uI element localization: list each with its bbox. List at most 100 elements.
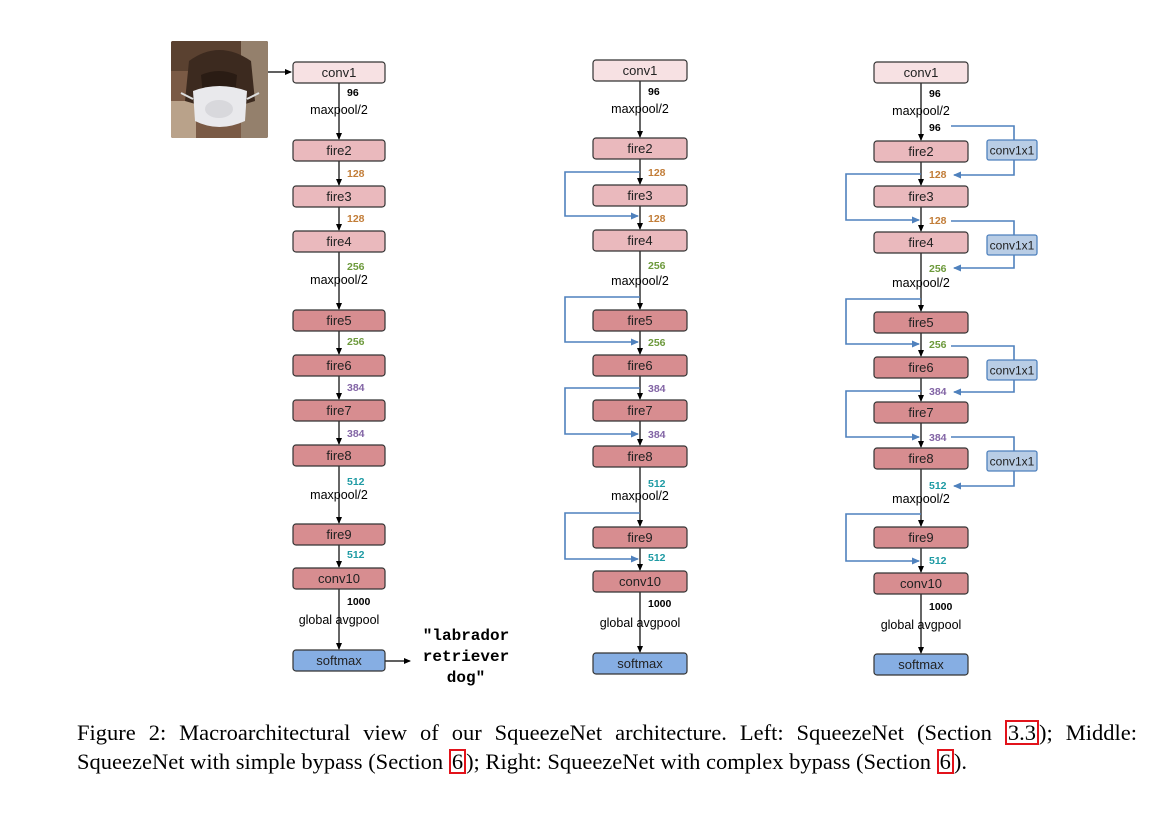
channel-count-512: 512 (648, 478, 666, 490)
section-ref-link[interactable]: 6 (448, 749, 467, 774)
layer-box-fire2-label: fire2 (326, 143, 351, 158)
layer-box-softmax: softmax (873, 653, 969, 676)
layer-box-conv10: conv10 (592, 570, 688, 593)
channel-count-256: 256 (929, 339, 947, 351)
channel-count-256: 256 (648, 260, 666, 272)
layer-box-fire9: fire9 (873, 526, 969, 549)
layer-box-fire3: fire3 (873, 185, 969, 208)
bypass-arrow (953, 160, 1015, 179)
layer-box-fire9-label: fire9 (627, 530, 652, 545)
bypass-arrow (953, 255, 1015, 272)
layer-box-fire8: fire8 (873, 447, 969, 470)
layer-box-fire5-label: fire5 (627, 313, 652, 328)
maxpool-label: maxpool/2 (892, 104, 950, 118)
layer-box-fire3-label: fire3 (908, 189, 933, 204)
global-avgpool-label: global avgpool (299, 613, 380, 627)
channel-count-96: 96 (648, 86, 660, 98)
bypass-line (951, 125, 1015, 140)
layer-box-conv1-label: conv1 (904, 65, 939, 80)
layer-box-conv10-label: conv10 (619, 574, 661, 589)
conv1x1-box: conv1x1 (986, 234, 1038, 256)
channel-count-256: 256 (347, 261, 365, 273)
layer-box-fire8-label: fire8 (326, 448, 351, 463)
section-ref-link[interactable]: 3.3 (1004, 720, 1040, 745)
layer-box-fire7: fire7 (592, 399, 688, 422)
channel-count-128: 128 (347, 213, 365, 225)
layer-box-softmax: softmax (292, 649, 386, 672)
layer-box-fire6-label: fire6 (908, 360, 933, 375)
output-label: "labrador (423, 627, 509, 645)
channel-count-384: 384 (648, 429, 666, 441)
layer-box-fire5: fire5 (592, 309, 688, 332)
section-ref-link[interactable]: 6 (936, 749, 954, 774)
layer-box-softmax-label: softmax (316, 653, 362, 668)
channel-count-1000: 1000 (929, 601, 953, 613)
layer-box-fire9: fire9 (592, 526, 688, 549)
squeezenet-diagram: conv1 fire2 fire3 fire4 fire5 fire6 fire7 fire8… (268, 59, 1038, 687)
bypass-line (951, 345, 1015, 360)
layer-box-fire5-label: fire5 (326, 313, 351, 328)
maxpool-label: maxpool/2 (310, 103, 368, 117)
layer-box-fire3: fire3 (292, 185, 386, 208)
layer-box-conv1: conv1 (873, 61, 969, 84)
caption-text-3: ); Right: SqueezeNet with complex bypass… (466, 749, 937, 774)
channel-count-128: 128 (347, 168, 365, 180)
output-label: dog" (447, 669, 485, 687)
bypass-arrow (845, 173, 921, 224)
layer-box-fire4-label: fire4 (908, 235, 933, 250)
conv1x1-label: conv1x1 (990, 364, 1035, 378)
maxpool-label: maxpool/2 (611, 274, 669, 288)
layer-box-conv10: conv10 (873, 572, 969, 595)
layer-box-fire8-label: fire8 (627, 449, 652, 464)
bypass-arrow (564, 171, 640, 220)
maxpool-label: maxpool/2 (892, 492, 950, 506)
maxpool-label: maxpool/2 (611, 102, 669, 116)
layer-box-fire2: fire2 (592, 137, 688, 160)
layer-box-fire6: fire6 (592, 354, 688, 377)
layer-box-softmax-label: softmax (898, 657, 944, 672)
layer-box-conv10-label: conv10 (900, 576, 942, 591)
bypass-arrow (953, 380, 1015, 396)
bypass-line (951, 436, 1015, 451)
layer-box-fire9: fire9 (292, 523, 386, 546)
layer-box-fire2-label: fire2 (908, 144, 933, 159)
conv1x1-label: conv1x1 (990, 455, 1035, 469)
channel-count-384: 384 (929, 386, 947, 398)
dog-photo (171, 41, 268, 138)
channel-count-1000: 1000 (347, 596, 371, 608)
channel-count-512: 512 (648, 552, 666, 564)
bypass-arrow (845, 513, 921, 565)
layer-box-conv1-label: conv1 (623, 63, 658, 78)
channel-count-512: 512 (347, 476, 365, 488)
channel-count-512: 512 (929, 555, 947, 567)
caption-text-4: ). (953, 749, 967, 774)
maxpool-label: maxpool/2 (892, 276, 950, 290)
layer-box-fire5-label: fire5 (908, 315, 933, 330)
layer-box-fire7: fire7 (292, 399, 386, 422)
channel-count-512: 512 (347, 549, 365, 561)
conv1x1-label: conv1x1 (990, 144, 1035, 158)
channel-count-256: 256 (648, 337, 666, 349)
layer-box-fire5: fire5 (873, 311, 969, 334)
layer-box-fire9-label: fire9 (326, 527, 351, 542)
channel-count-128: 128 (929, 169, 947, 181)
layer-box-fire2: fire2 (292, 139, 386, 162)
layer-box-fire7-label: fire7 (908, 405, 933, 420)
layer-box-fire3-label: fire3 (627, 188, 652, 203)
channel-count-128: 128 (929, 215, 947, 227)
layer-box-fire3: fire3 (592, 184, 688, 207)
channel-count-512: 512 (929, 480, 947, 492)
layer-box-fire2-label: fire2 (627, 141, 652, 156)
layer-box-fire8-label: fire8 (908, 451, 933, 466)
layer-box-conv10-label: conv10 (318, 571, 360, 586)
channel-count-256: 256 (347, 336, 365, 348)
layer-box-fire4: fire4 (292, 230, 386, 253)
channel-count-384: 384 (929, 432, 947, 444)
layer-box-fire4: fire4 (592, 229, 688, 252)
caption-text-1: Figure 2: Macroarchitectural view of our… (77, 720, 1005, 745)
bypass-arrow (845, 390, 921, 441)
conv1x1-box: conv1x1 (986, 450, 1038, 472)
maxpool-label: maxpool/2 (611, 489, 669, 503)
channel-count-384: 384 (347, 428, 365, 440)
layer-box-fire3-label: fire3 (326, 189, 351, 204)
